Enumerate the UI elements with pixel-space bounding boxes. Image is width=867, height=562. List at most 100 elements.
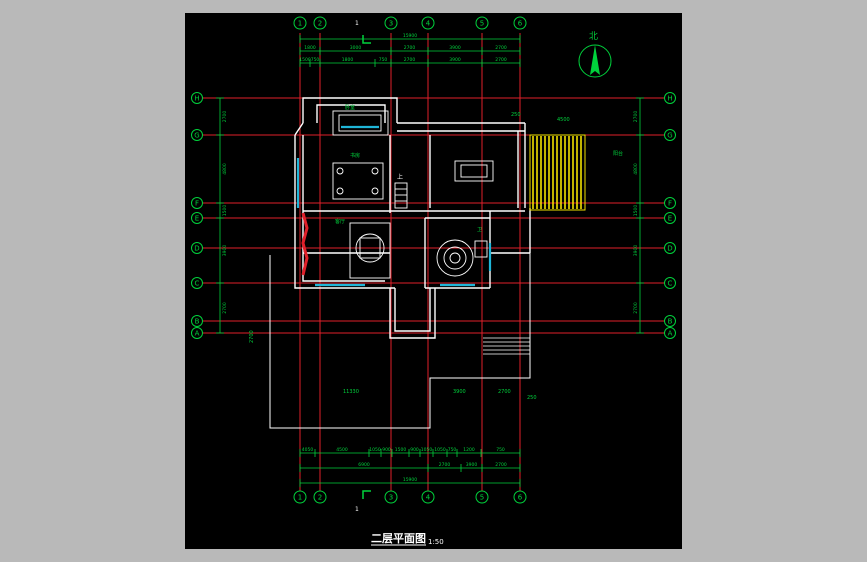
svg-text:3: 3 (389, 20, 393, 28)
dim-right-label: 1500 (633, 205, 639, 217)
grid-bubble-row-E-left: E (191, 212, 203, 224)
misc-dim-4500: 4500 (557, 117, 570, 123)
dim-right-label: 4800 (633, 163, 639, 175)
north-arrow: 北 (578, 31, 612, 78)
grid-bubble-col-5-bottom: 5 (475, 490, 489, 504)
dim-top-row1-label: 3900 (449, 45, 461, 51)
dim-bottom-row1-label: 1050 (434, 447, 446, 453)
svg-text:1: 1 (355, 20, 359, 27)
misc-dim-11330: 11330 (343, 389, 359, 395)
grid-bubble-col-6-top: 6 (513, 16, 527, 30)
svg-text:A: A (195, 330, 200, 338)
misc-dim-250b: 250 (527, 395, 537, 401)
grid-bubble-col-3-bottom: 3 (384, 490, 398, 504)
room-tag-bath: 卫 (477, 227, 482, 233)
dim-top-row1-label: 2700 (495, 45, 507, 51)
misc-dim-2700a: 2700 (498, 389, 511, 395)
grid-bubble-row-A-right: A (664, 327, 676, 339)
svg-text:B: B (668, 318, 673, 326)
dim-top-row2-label: 3900 (449, 57, 461, 63)
dim-bottom-row2-label: 3900 (466, 462, 478, 468)
dim-bottom-row1-label: 4050 (302, 447, 314, 453)
dim-left-label: 4800 (222, 163, 228, 175)
svg-text:1: 1 (298, 494, 302, 502)
dim-top-row1-label: 1800 (304, 45, 316, 51)
grid-bubble-row-G-left: G (191, 129, 203, 141)
svg-text:1: 1 (298, 20, 302, 28)
dim-top-row2-label: 1500 (299, 57, 311, 63)
grid-bubble-col-1-bottom: 1 (293, 490, 307, 504)
svg-text:2: 2 (318, 20, 322, 28)
grid-bubble-col-1-top: 1 (293, 16, 307, 30)
dim-bottom-row1-label: 750 (448, 447, 457, 453)
dim-bottom-row1-label: 1200 (463, 447, 475, 453)
grid-bubble-row-B-left: B (191, 315, 203, 327)
dim-bottom-row1-label: 1050 (369, 447, 381, 453)
dim-bottom-row1-label: 1050 (421, 447, 433, 453)
svg-text:F: F (195, 200, 199, 208)
svg-text:B: B (195, 318, 200, 326)
svg-text:A: A (668, 330, 673, 338)
misc-dim-250: 250 (511, 112, 521, 118)
svg-text:5: 5 (480, 494, 484, 502)
room-tag-study: 书房 (350, 152, 360, 159)
dim-bottom-total-label: 15900 (403, 477, 417, 483)
terrace-outline (269, 253, 531, 429)
dim-left-label: 3900 (222, 245, 228, 257)
grid-bubble-row-H-right: H (664, 92, 676, 104)
svg-text:G: G (194, 132, 199, 140)
grid-bubble-row-H-left: H (191, 92, 203, 104)
north-label: 北 (589, 31, 598, 42)
windows (296, 125, 492, 287)
dim-top-row2-label: 1800 (342, 57, 354, 63)
entry-steps (483, 337, 530, 355)
dim-top-total-label: 15900 (403, 33, 417, 39)
dim-bottom-row2-label: 2700 (439, 462, 451, 468)
svg-text:5: 5 (480, 20, 484, 28)
svg-text:E: E (195, 215, 199, 223)
axis-lines (200, 33, 667, 491)
svg-text:H: H (194, 95, 199, 103)
grid-bubble-col-6-bottom: 6 (513, 490, 527, 504)
section-mark-bottom: 1 (355, 490, 371, 513)
svg-text:G: G (667, 132, 672, 140)
svg-text:4: 4 (426, 494, 431, 502)
grid-bubble-row-C-left: C (191, 277, 203, 289)
building-walls (294, 97, 531, 339)
svg-text:F: F (668, 200, 672, 208)
dim-right-label: 3900 (633, 245, 639, 257)
dim-top-row2-label: 750 (379, 57, 388, 63)
dim-right-label: 2700 (633, 111, 639, 123)
dim-top-row2-label: 750 (311, 57, 320, 63)
dim-top-row1-label: 2700 (404, 45, 416, 51)
svg-text:1: 1 (355, 506, 359, 513)
dim-left-label: 2700 (222, 302, 228, 314)
yellow-terrace-hatch (529, 134, 586, 211)
dim-top-row1-label: 3000 (350, 45, 362, 51)
room-tag-living: 客厅 (335, 218, 345, 225)
grid-bubble-row-F-left: F (191, 197, 203, 209)
svg-text:D: D (667, 245, 672, 253)
grid-bubble-row-D-right: D (664, 242, 676, 254)
room-tag-balcony: 阳台 (613, 150, 623, 157)
grid-bubble-col-3-top: 3 (384, 16, 398, 30)
grid-bubble-col-2-bottom: 2 (313, 490, 327, 504)
grid-bubble-row-B-right: B (664, 315, 676, 327)
dim-bottom-row1-label: 1500 (395, 447, 407, 453)
grid-bubble-row-F-right: F (664, 197, 676, 209)
dim-top-row2-label: 2700 (404, 57, 416, 63)
grid-bubble-col-5-top: 5 (475, 16, 489, 30)
dim-left-label: 2700 (222, 111, 228, 123)
svg-text:C: C (195, 280, 200, 288)
room-tag-bedroom: 卧室 (345, 104, 355, 111)
svg-text:E: E (668, 215, 672, 223)
dim-bottom-row2-label: 2700 (495, 462, 507, 468)
svg-text:4: 4 (426, 20, 431, 28)
drawing-scale: 1:50 (428, 538, 444, 546)
railing (301, 212, 309, 276)
misc-dim-3900: 3900 (453, 389, 466, 395)
